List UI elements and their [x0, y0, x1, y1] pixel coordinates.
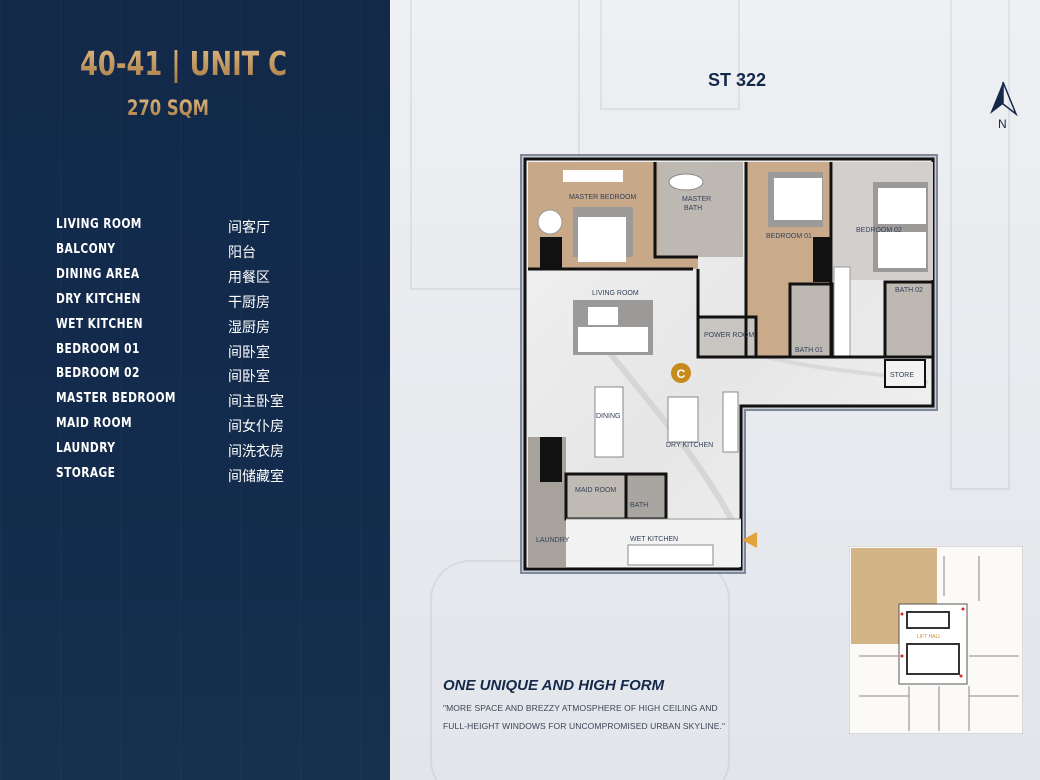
label-bedroom-02: BEDROOM 02 — [856, 227, 902, 234]
label-bath: BATH — [630, 502, 648, 509]
room-name-cn: 间客厅 — [228, 219, 270, 235]
label-store: STORE — [890, 372, 914, 379]
north-label: N — [998, 117, 1007, 131]
key-plan: LIFT HALL — [849, 546, 1023, 734]
room-name-cn: 间女仆房 — [228, 418, 284, 435]
label-power-room: POWER ROOM — [704, 332, 754, 339]
label-bath-02: BATH 02 — [895, 287, 923, 294]
label-dry-kitchen: DRY KITCHEN — [666, 442, 713, 449]
maid-room — [564, 472, 628, 521]
bath-02 — [883, 280, 935, 359]
store — [884, 359, 926, 388]
label-bedroom-01: BEDROOM 01 — [766, 233, 812, 240]
room-name-cn: 间洗衣房 — [228, 443, 284, 460]
room-name-en: LIVING ROOM — [56, 217, 142, 232]
room-name-cn: 阳台 — [228, 243, 256, 260]
room-name-en: BALCONY — [56, 241, 116, 257]
room-name-en: BEDROOM 02 — [56, 366, 140, 382]
room-name-en: STORAGE — [56, 466, 116, 481]
label-maid-room: MAID ROOM — [575, 487, 616, 494]
label-master-bath: MASTER — [682, 196, 711, 203]
unit-marker — [671, 363, 691, 383]
entry-arrow-icon — [742, 532, 757, 548]
room-name-cn: 用餐区 — [228, 268, 270, 285]
unit-area: 270 SQM — [127, 96, 209, 120]
room-name-en: MAID ROOM — [56, 416, 133, 432]
plan-name: ST 322 — [708, 70, 767, 90]
tagline-heading: ONE UNIQUE AND HIGH FORM — [443, 677, 665, 694]
room-name-cn: 间储藏室 — [228, 468, 284, 484]
room-name-cn: 间主卧室 — [228, 393, 284, 410]
left-panel: 40-41 | UNIT C 270 SQM LIVING ROOM 间客厅 BAL… — [0, 0, 390, 780]
room-name-cn: 干厨房 — [228, 293, 270, 310]
room-name-en: DINING AREA — [56, 266, 140, 282]
room-name-cn: 间卧室 — [228, 368, 270, 385]
label-master-bedroom: MASTER BEDROOM — [569, 194, 636, 201]
tagline-line-2: FULL-HEIGHT WINDOWS FOR UNCOMPROMISED UR… — [443, 721, 726, 731]
unit-marker-label: C — [677, 367, 686, 381]
room-name-en: BEDROOM 01 — [56, 341, 140, 357]
label-living-room: LIVING ROOM — [592, 290, 639, 297]
label-laundry: LAUNDRY — [536, 537, 570, 544]
room-name-cn: 湿厨房 — [228, 318, 270, 335]
label-master-bath-2: BATH — [684, 205, 702, 212]
room-name-en: WET KITCHEN — [56, 316, 143, 332]
north-arrow-icon — [990, 81, 1018, 117]
bath — [624, 472, 668, 521]
room-name-en: DRY KITCHEN — [56, 291, 141, 307]
keyplan-lift-label: LIFT HALL — [917, 634, 941, 640]
bath-01 — [788, 282, 834, 359]
room-name-en: MASTER BEDROOM — [56, 391, 176, 407]
tagline-line-1: "MORE SPACE AND BREZZY ATMOSPHERE OF HIG… — [443, 703, 718, 713]
floor-plan: C MASTER BEDROOM MASTER BATH BEDROOM 01 … — [520, 154, 938, 574]
label-bath-01: BATH 01 — [795, 347, 823, 354]
unit-title: 40-41 | UNIT C — [80, 44, 288, 83]
label-wet-kitchen: WET KITCHEN — [630, 536, 678, 543]
label-dining: DINING — [596, 413, 621, 420]
room-name-en: LAUNDRY — [56, 441, 116, 457]
room-name-cn: 间卧室 — [228, 343, 270, 360]
